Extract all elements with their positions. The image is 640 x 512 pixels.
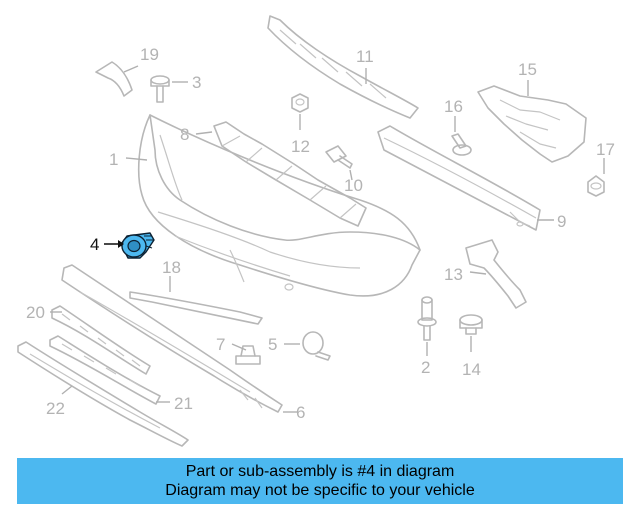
banner-line-1: Part or sub-assembly is #4 in diagram — [185, 463, 455, 480]
part-22-lower-panel — [17, 341, 189, 447]
part-11-upper-bracket — [267, 15, 419, 119]
callout-20: 20 — [26, 303, 45, 322]
leader-22 — [61, 385, 73, 395]
callout-13: 13 — [444, 265, 463, 284]
part-10-bolt — [325, 145, 353, 169]
callout-18: 18 — [162, 258, 181, 277]
part-1-bumper-cover — [137, 114, 421, 297]
callout-17: 17 — [596, 140, 615, 159]
callout-5: 5 — [268, 335, 277, 354]
callout-12: 12 — [291, 137, 310, 156]
part-16-screw — [451, 133, 472, 156]
callout-10: 10 — [344, 176, 363, 195]
callout-9: 9 — [557, 212, 566, 231]
callout-2: 2 — [421, 358, 430, 377]
part-18-trim-strip — [129, 291, 263, 325]
part-14-clip — [459, 314, 483, 335]
part-21-lower-trim — [49, 335, 161, 405]
part-15-corner-bracket — [477, 85, 587, 163]
part-8-absorber — [213, 121, 367, 227]
part-12-nut — [291, 93, 309, 113]
callout-4: 4 — [90, 235, 99, 254]
leader-19 — [123, 65, 139, 73]
callout-14: 14 — [462, 360, 481, 379]
callout-15: 15 — [518, 60, 537, 79]
part-9-reinforcement-beam — [377, 125, 541, 231]
callout-6: 6 — [296, 403, 305, 422]
info-banner: Part or sub-assembly is #4 in diagram Di… — [17, 458, 623, 504]
callout-3: 3 — [192, 73, 201, 92]
leader-10 — [349, 169, 353, 181]
banner-line-2: Diagram may not be specific to your vehi… — [165, 482, 475, 499]
part-5-cap — [302, 331, 331, 361]
callout-1: 1 — [109, 150, 118, 169]
leader-13 — [469, 271, 487, 275]
callout-11: 11 — [356, 47, 374, 66]
callout-21: 21 — [174, 394, 193, 413]
part-7-retainer — [235, 345, 261, 365]
leader-8 — [195, 131, 213, 135]
callout-16: 16 — [444, 97, 463, 116]
part-13-side-bracket — [465, 239, 527, 309]
part-19-bracket — [95, 61, 133, 97]
leader-7 — [231, 343, 247, 351]
leader-1 — [125, 157, 148, 161]
part-6-lower-valance — [61, 264, 283, 413]
part-4-grommet-highlighted[interactable] — [120, 232, 155, 259]
part-2-push-pin — [417, 296, 437, 341]
callout-19: 19 — [140, 45, 159, 64]
part-17-nut — [587, 175, 605, 197]
callout-8: 8 — [180, 125, 189, 144]
part-20-grille-insert — [51, 305, 151, 375]
part-3-screw — [150, 75, 170, 103]
callout-22: 22 — [46, 399, 65, 418]
callout-7: 7 — [216, 335, 225, 354]
leader-4-arrowhead — [118, 240, 124, 248]
